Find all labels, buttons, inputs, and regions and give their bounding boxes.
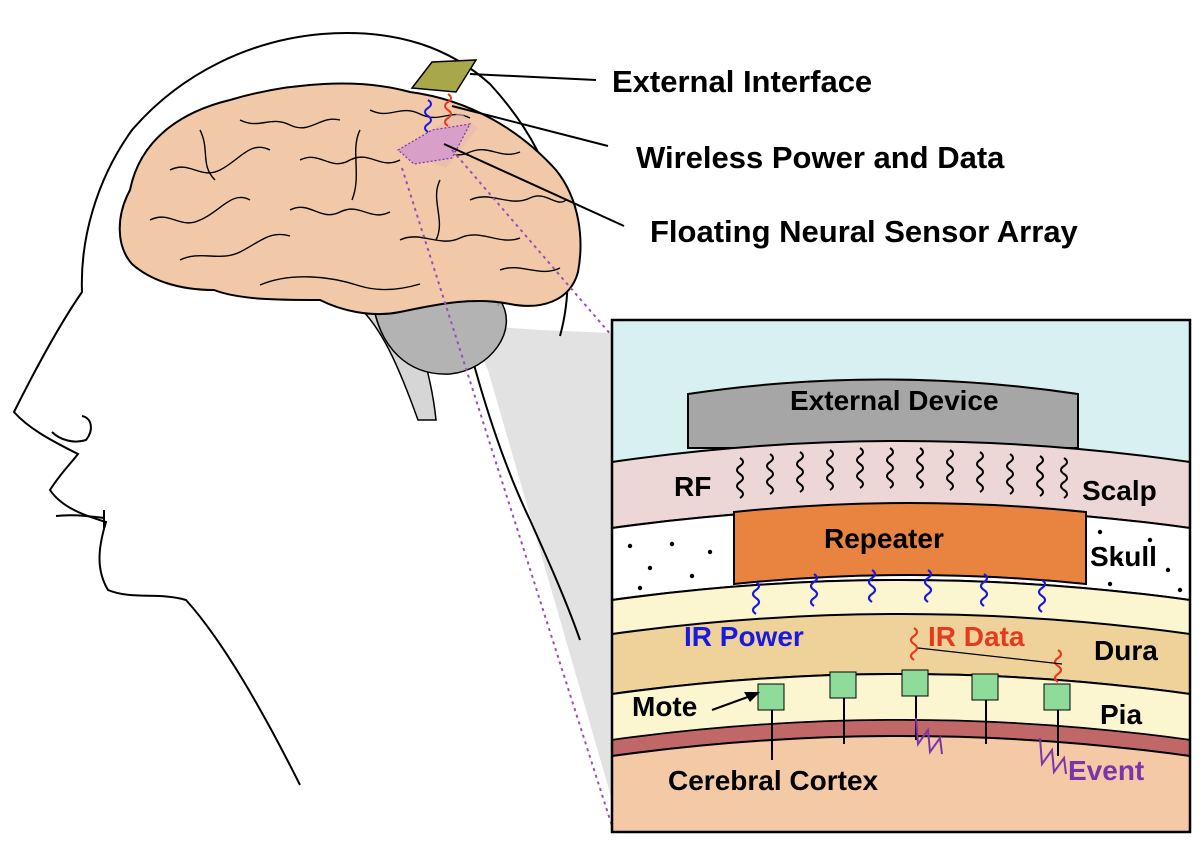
mote [901, 669, 929, 740]
projection-line-top [451, 149, 613, 337]
external-device [687, 378, 1079, 449]
ir-power-squiggles [751, 569, 1047, 615]
label-skull: Skull [1090, 541, 1157, 572]
ir-data-link [917, 647, 1063, 665]
neck-line [469, 349, 581, 641]
label-ir-power: IR Power [684, 621, 804, 652]
wireless-squiggle-blue [424, 99, 432, 133]
mote [829, 671, 857, 744]
repeater [733, 502, 1087, 586]
mote-arrowhead [744, 692, 760, 702]
label-event: Event [1068, 755, 1144, 786]
label-ir-data: IR Data [928, 621, 1025, 652]
inset-frame [610, 318, 1192, 834]
label-mote: Mote [632, 691, 697, 722]
projection-wedge [425, 322, 612, 800]
event-spikes [915, 717, 1067, 775]
external-interface-pad [410, 59, 478, 93]
label-scalp: Scalp [1082, 475, 1157, 506]
leader-wireless [451, 105, 609, 147]
mote [971, 673, 999, 744]
floating-sensor-array [396, 123, 472, 165]
leader-sensor-array [443, 143, 625, 227]
head-outline [12, 32, 569, 786]
label-rf: RF [674, 471, 711, 502]
mouth [55, 510, 105, 528]
label-repeater: Repeater [824, 523, 944, 554]
mote [1043, 683, 1071, 756]
skull-dots [627, 529, 1183, 593]
rf-squiggles [736, 447, 1068, 499]
label-pia: Pia [1100, 699, 1142, 730]
leader-external-interface [469, 73, 597, 81]
wireless-squiggle-red [444, 93, 452, 127]
label-wireless-power-data: Wireless Power and Data [636, 140, 1005, 175]
projection-line-bottom [401, 167, 613, 827]
label-external-interface: External Interface [612, 64, 872, 99]
brain [118, 82, 582, 316]
head-illustration [12, 32, 625, 827]
ir-data-squiggles [909, 627, 1063, 683]
label-floating-sensor-array: Floating Neural Sensor Array [650, 214, 1079, 249]
label-cerebral-cortex: Cerebral Cortex [668, 765, 879, 796]
inset-cross-section [610, 318, 1192, 834]
nostril [51, 415, 92, 443]
label-external-device: External Device [790, 385, 999, 416]
label-dura: Dura [1094, 635, 1158, 666]
motes [757, 669, 1071, 760]
mote [757, 683, 785, 760]
